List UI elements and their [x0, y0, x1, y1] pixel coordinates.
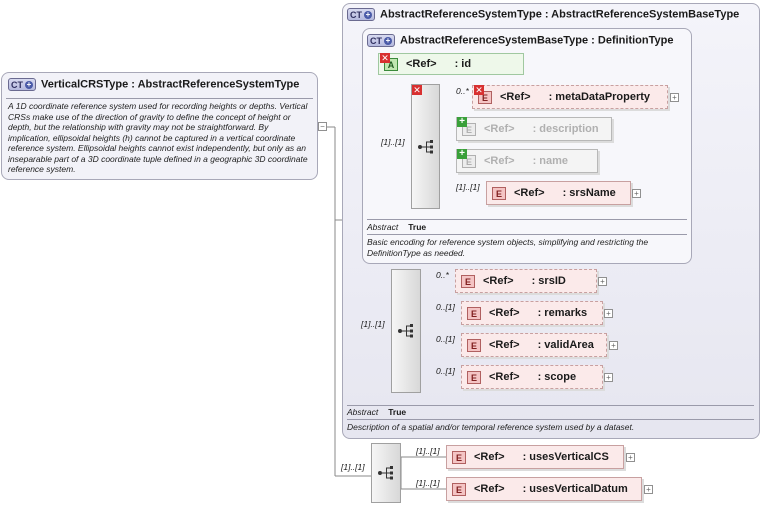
arsb-type-header: CT+ AbstractReferenceSystemBaseType : Def…: [367, 34, 673, 47]
complex-type-badge-icon: CT+: [367, 34, 395, 47]
srsid-cardinality: 0..*: [436, 270, 449, 280]
prohibited-mark-icon: ✕: [412, 85, 422, 95]
element-scope[interactable]: E <Ref> : scope: [461, 365, 603, 389]
element-usesverticalcs[interactable]: E <Ref> : usesVerticalCS: [446, 445, 624, 469]
expand-toggle-icon[interactable]: +: [604, 309, 613, 318]
complex-type-badge-icon: CT+: [347, 8, 375, 21]
attribute-id[interactable]: A <Ref> : id: [378, 53, 524, 75]
element-srsid[interactable]: E <Ref> : srsID: [455, 269, 597, 293]
ars-type-title: AbstractReferenceSystemType : AbstractRe…: [380, 8, 740, 21]
element-usesverticaldatum[interactable]: E <Ref> : usesVerticalDatum: [446, 477, 642, 501]
divider: [347, 419, 754, 420]
arsb-seq-cardinality: [1]..[1]: [381, 137, 405, 147]
ars-type-header: CT+ AbstractReferenceSystemType : Abstrac…: [347, 8, 739, 21]
element-metadataproperty[interactable]: E <Ref> : metaDataProperty: [472, 85, 668, 109]
expand-toggle-icon[interactable]: +: [598, 277, 607, 286]
divider: [347, 405, 754, 406]
vertical-crs-type-doc: A 1D coordinate reference system used fo…: [8, 101, 308, 174]
ars-sequence-compositor[interactable]: [391, 269, 421, 393]
vertical-crs-sequence-compositor[interactable]: [371, 443, 401, 503]
divider: [367, 234, 687, 235]
sequence-icon: [398, 324, 413, 338]
expand-toggle-icon[interactable]: +: [644, 485, 653, 494]
usesverticalcs-cardinality: [1]..[1]: [416, 446, 440, 456]
complex-type-badge-icon: CT+: [8, 78, 36, 91]
element-badge-icon: E: [492, 186, 506, 200]
metadataproperty-cardinality: 0..*: [456, 86, 469, 96]
sequence-icon: [378, 466, 393, 480]
prohibited-mark-icon: ✕: [474, 85, 484, 95]
sequence-icon: [417, 139, 433, 153]
vcrs-seq-cardinality: [1]..[1]: [341, 462, 365, 472]
element-badge-icon: E: [461, 274, 475, 288]
validarea-cardinality: 0..[1]: [436, 334, 455, 344]
scope-cardinality: 0..[1]: [436, 366, 455, 376]
prohibited-mark-icon: ✕: [380, 53, 390, 63]
collapse-toggle-icon[interactable]: −: [318, 122, 327, 131]
element-badge-icon: E: [452, 482, 466, 496]
element-badge-icon: E: [467, 338, 481, 352]
element-name[interactable]: E <Ref> : name: [456, 149, 598, 173]
vertical-crs-type-title: VerticalCRSType : AbstractReferenceSyste…: [41, 78, 300, 91]
element-srsname[interactable]: E <Ref> : srsName: [486, 181, 631, 205]
element-validarea[interactable]: E <Ref> : validArea: [461, 333, 607, 357]
expand-toggle-icon[interactable]: +: [609, 341, 618, 350]
divider: [367, 219, 687, 220]
arsb-type-doc: Basic encoding for reference system obje…: [367, 237, 649, 258]
expand-toggle-icon[interactable]: +: [670, 93, 679, 102]
ars-type-doc: Description of a spatial and/or temporal…: [347, 422, 635, 432]
expand-toggle-icon[interactable]: +: [604, 373, 613, 382]
added-mark-icon: +: [457, 117, 467, 127]
vertical-crs-type-box[interactable]: CT+ VerticalCRSType : AbstractReferenceSy…: [1, 72, 318, 180]
element-badge-icon: E: [452, 450, 466, 464]
srsname-cardinality: [1]..[1]: [456, 182, 480, 192]
element-badge-icon: E: [467, 306, 481, 320]
divider: [6, 98, 313, 99]
element-badge-icon: E: [467, 370, 481, 384]
usesverticaldatum-cardinality: [1]..[1]: [416, 478, 440, 488]
expand-toggle-icon[interactable]: +: [632, 189, 641, 198]
vertical-crs-type-header: CT+ VerticalCRSType : AbstractReferenceSy…: [8, 78, 299, 91]
remarks-cardinality: 0..[1]: [436, 302, 455, 312]
ars-seq-cardinality: [1]..[1]: [361, 319, 385, 329]
expand-toggle-icon[interactable]: +: [626, 453, 635, 462]
element-badge-icon: E: [462, 154, 476, 168]
arsb-type-title: AbstractReferenceSystemBaseType : Defini…: [400, 34, 674, 47]
added-mark-icon: +: [457, 149, 467, 159]
arsb-sequence-compositor[interactable]: [411, 84, 440, 209]
element-remarks[interactable]: E <Ref> : remarks: [461, 301, 603, 325]
element-description[interactable]: E <Ref> : description: [456, 117, 612, 141]
